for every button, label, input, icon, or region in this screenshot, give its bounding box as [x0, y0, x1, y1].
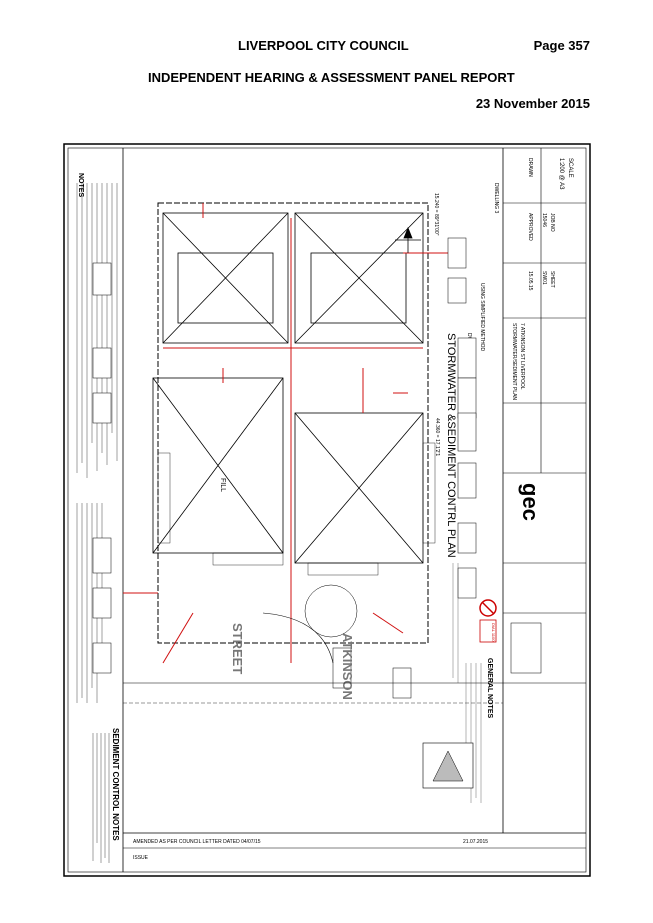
- drawn-label: DRAWN: [527, 158, 533, 177]
- job-label: JOB NO: [549, 213, 555, 232]
- boundary-dimension-top: 44.360 = 17.1'2'1: [434, 418, 440, 456]
- report-title: INDEPENDENT HEARING & ASSESSMENT PANEL R…: [148, 70, 515, 85]
- north-arrow-icon: [395, 226, 421, 253]
- using-method: USING SIMPLIFIED METHOD: [479, 283, 485, 351]
- notes-heading: NOTES: [77, 173, 84, 197]
- amendment-text: AMENDED AS PER COUNCIL LETTER DATED 04/0…: [133, 839, 261, 845]
- sediment-notes-heading: SEDIMENT CONTROL NOTES: [111, 728, 120, 841]
- approved-label: APPROVED: [527, 213, 533, 241]
- issue-label: ISSUE: [133, 855, 149, 861]
- dial-before-you-dig-badge: DIAL 1100: [479, 599, 497, 643]
- drawing-border: [63, 143, 591, 877]
- general-notes-heading: GENERAL NOTES: [486, 658, 493, 718]
- amendment-date: 21.07.2015: [463, 839, 488, 845]
- stormwater-plan-drawing: NOTES SEDIMENT CONTROL NOTES AMENDED AS …: [63, 143, 591, 877]
- street-label-street: STREET: [230, 623, 245, 674]
- job-value: 15046: [541, 213, 547, 227]
- date-value: 15.05.15: [527, 271, 533, 291]
- plan-title: STORMWATER &SEDIMENT CONTRL PLAN: [445, 333, 457, 558]
- fill-label: FILL: [219, 478, 226, 492]
- address: 7 ATKINSON ST LIVERPOOL: [519, 323, 525, 390]
- dwelling-3-label: DWELLING 3: [493, 183, 499, 214]
- council-name: LIVERPOOL CITY COUNCIL: [238, 38, 409, 53]
- report-date: 23 November 2015: [475, 96, 590, 111]
- page-number: Page 357: [533, 38, 590, 53]
- boundary-dimension-mid: 15.240 = 89°31'00": [433, 193, 439, 236]
- scale-value: 1:200 @ A3: [558, 158, 564, 190]
- notes-lines: [76, 183, 118, 703]
- dwelling-rear-left: [162, 212, 289, 344]
- scale-label: SCALE: [567, 158, 573, 178]
- svg-text:DIAL 1100: DIAL 1100: [491, 623, 496, 642]
- stormwater-pipes: [123, 203, 453, 664]
- sheet-label: SHEET: [549, 271, 555, 288]
- sheet-value: SW01: [541, 271, 547, 285]
- sheet-title: STORMWATER/SEDIMENT PLAN: [511, 323, 517, 400]
- company-logo: gec: [518, 483, 543, 521]
- street-label-atkinson: ATKINSON: [340, 633, 355, 700]
- dwelling-rear-right: [294, 212, 424, 344]
